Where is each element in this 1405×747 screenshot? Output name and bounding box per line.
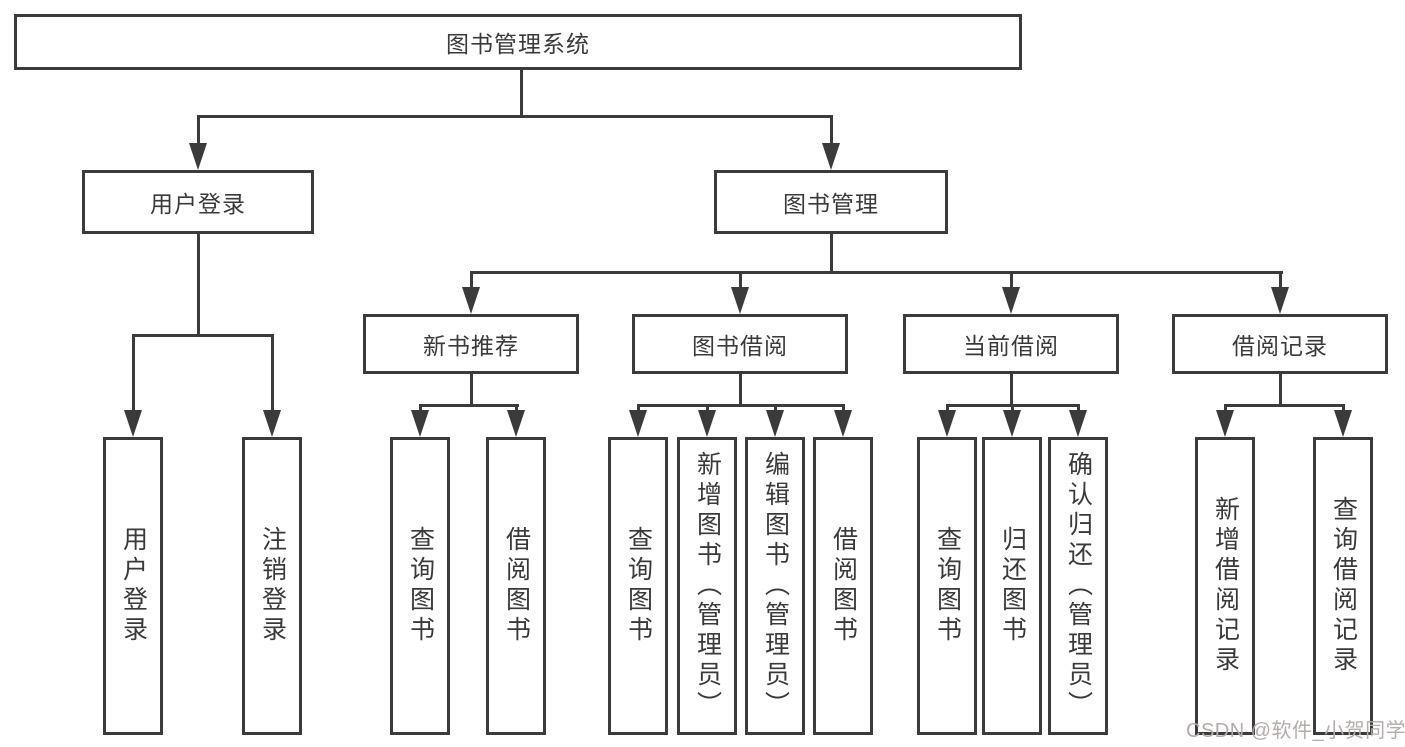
- arrowhead-records-add: [1216, 410, 1234, 437]
- connector-stub-borrowing-edit: [773, 404, 777, 412]
- leaf-records-query-record-label: 查询借阅记录: [1329, 496, 1358, 676]
- leaf-current-query-book-label: 查询图书: [933, 526, 962, 646]
- leaf-recommend-borrow-book-label: 借阅图书: [502, 526, 531, 646]
- leaf-current-query-book: 查询图书: [917, 437, 977, 735]
- connector-stub-records-add: [1223, 404, 1227, 412]
- connector-stub-borrowing-query: [636, 404, 640, 412]
- node-current-borrowing: 当前借阅: [903, 314, 1119, 374]
- leaf-current-confirm-return-admin: 确认归还（管理员）: [1048, 437, 1108, 735]
- node-book-borrowing: 图书借阅: [632, 314, 848, 374]
- connector-stub-records: [1278, 271, 1282, 289]
- connector-records-split: [1223, 404, 1345, 407]
- connector-stub-user-login: [196, 115, 200, 145]
- arrowhead-book-management: [822, 143, 840, 170]
- csdn-watermark: CSDN @软件_小贺同学: [1186, 720, 1405, 742]
- node-new-book-recommend-label: 新书推荐: [423, 333, 519, 359]
- leaf-borrowing-query-book-label: 查询图书: [624, 526, 653, 646]
- leaf-current-return-book: 归还图书: [982, 437, 1042, 735]
- leaf-user-login: 用户登录: [103, 437, 163, 735]
- arrowhead-records: [1271, 287, 1289, 314]
- leaf-recommend-borrow-book: 借阅图书: [486, 437, 546, 735]
- leaf-borrowing-edit-book-admin-label: 编辑图书（管理员）: [761, 451, 790, 721]
- leaf-borrowing-add-book-admin: 新增图书（管理员）: [677, 437, 737, 735]
- node-current-borrowing-label: 当前借阅: [963, 333, 1059, 359]
- connector-book-management-split: [469, 271, 1283, 274]
- arrowhead-borrowing-query: [629, 410, 647, 437]
- connector-stub-current-return: [1010, 404, 1014, 412]
- connector-borrowing-trunk: [738, 374, 742, 407]
- leaf-records-add-record: 新增借阅记录: [1195, 437, 1255, 735]
- arrowhead-borrowing-edit: [766, 410, 784, 437]
- connector-stub-book-management: [829, 115, 833, 145]
- arrowhead-current-confirm: [1069, 410, 1087, 437]
- connector-stub-recommend-borrow: [514, 404, 518, 412]
- connector-stub-borrowing-add: [705, 404, 709, 412]
- connector-user-login-trunk: [196, 234, 200, 337]
- leaf-borrowing-edit-book-admin: 编辑图书（管理员）: [745, 437, 805, 735]
- connector-stub-borrowing: [738, 271, 742, 289]
- arrowhead-current-return: [1003, 410, 1021, 437]
- connector-stub-current-confirm: [1076, 404, 1080, 412]
- connector-stub-records-query: [1341, 404, 1345, 412]
- leaf-recommend-query-book-label: 查询图书: [406, 526, 435, 646]
- node-book-borrowing-label: 图书借阅: [692, 333, 788, 359]
- connector-stub-current-query: [945, 404, 949, 412]
- leaf-borrowing-borrow-book-label: 借阅图书: [829, 526, 858, 646]
- node-user-login-label: 用户登录: [150, 191, 246, 217]
- connector-stub-recommend-query: [418, 404, 422, 412]
- connector-stub-leaf-logout: [270, 334, 274, 411]
- arrowhead-borrowing: [731, 287, 749, 314]
- leaf-current-return-book-label: 归还图书: [998, 526, 1027, 646]
- arrowhead-leaf-user-login: [124, 410, 142, 437]
- connector-root-split: [196, 115, 833, 118]
- node-root: 图书管理系统: [14, 14, 1022, 70]
- arrowhead-current-query: [938, 410, 956, 437]
- leaf-logout-label: 注销登录: [258, 526, 287, 646]
- node-root-label: 图书管理系统: [446, 31, 590, 57]
- leaf-borrowing-borrow-book: 借阅图书: [813, 437, 873, 735]
- leaf-user-login-label: 用户登录: [119, 526, 148, 646]
- connector-stub-borrowing-borrow: [841, 404, 845, 412]
- connector-user-login-split: [131, 334, 274, 337]
- leaf-borrowing-query-book: 查询图书: [608, 437, 668, 735]
- connector-recommend-split: [418, 404, 519, 407]
- leaf-borrowing-add-book-admin-label: 新增图书（管理员）: [693, 451, 722, 721]
- connector-current-trunk: [1009, 374, 1013, 407]
- arrowhead-borrowing-add: [698, 410, 716, 437]
- connector-records-trunk: [1278, 374, 1282, 407]
- arrowhead-leaf-logout: [263, 410, 281, 437]
- arrowhead-recommend-query: [411, 410, 429, 437]
- connector-recommend-trunk: [469, 374, 473, 407]
- node-new-book-recommend: 新书推荐: [363, 314, 579, 374]
- arrowhead-records-query: [1334, 410, 1352, 437]
- leaf-records-add-record-label: 新增借阅记录: [1211, 496, 1240, 676]
- node-book-management: 图书管理: [714, 170, 948, 234]
- arrowhead-recommend-borrow: [507, 410, 525, 437]
- node-borrowing-records-label: 借阅记录: [1232, 333, 1328, 359]
- connector-stub-recommend: [469, 271, 473, 289]
- node-user-login: 用户登录: [82, 170, 314, 234]
- connector-book-management-trunk: [829, 234, 833, 274]
- arrowhead-current: [1002, 287, 1020, 314]
- node-borrowing-records: 借阅记录: [1172, 314, 1388, 374]
- connector-stub-leaf-user-login: [131, 334, 135, 411]
- arrowhead-user-login: [189, 143, 207, 170]
- leaf-records-query-record: 查询借阅记录: [1313, 437, 1373, 735]
- arrowhead-borrowing-borrow: [834, 410, 852, 437]
- arrowhead-recommend: [462, 287, 480, 314]
- connector-root-trunk: [519, 70, 523, 118]
- leaf-recommend-query-book: 查询图书: [390, 437, 450, 735]
- leaf-current-confirm-return-admin-label: 确认归还（管理员）: [1064, 451, 1093, 721]
- node-book-management-label: 图书管理: [783, 191, 879, 217]
- leaf-logout: 注销登录: [242, 437, 302, 735]
- connector-borrowing-split: [636, 404, 845, 407]
- connector-stub-current: [1009, 271, 1013, 289]
